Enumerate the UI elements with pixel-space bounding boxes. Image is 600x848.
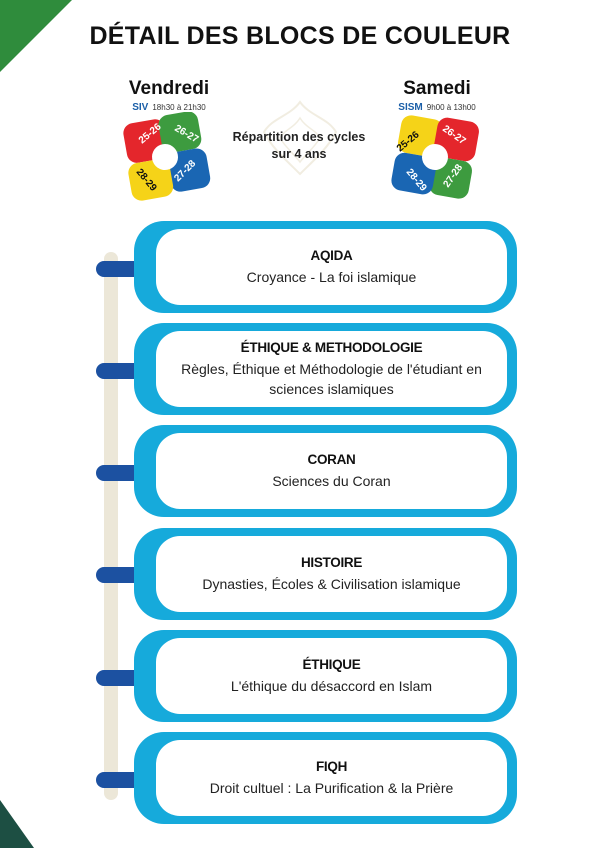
block-card-fiqh: FIQH Droit cultuel : La Purification & l… bbox=[134, 732, 517, 824]
block-description: Droit cultuel : La Purification & la Pri… bbox=[209, 779, 454, 796]
program-code: SIV bbox=[132, 102, 149, 113]
block-card-aqida: AQIDA Croyance - La foi islamique bbox=[134, 221, 517, 313]
block-card-body: AQIDA Croyance - La foi islamique bbox=[156, 229, 507, 305]
program-hours: 18h30 à 21h30 bbox=[152, 103, 206, 112]
program-hours: 9h00 à 13h00 bbox=[426, 103, 476, 112]
timeline-line bbox=[104, 252, 118, 800]
block-title: HISTOIRE bbox=[300, 554, 363, 570]
page-title: DÉTAIL DES BLOCS DE COULEUR bbox=[89, 22, 511, 50]
block-card-histoire: HISTOIRE Dynasties, Écoles & Civilisatio… bbox=[134, 528, 517, 620]
block-description: L'éthique du désaccord en Islam bbox=[230, 677, 433, 694]
block-card-body: ÉTHIQUE & METHODOLOGIE Règles, Éthique e… bbox=[156, 331, 507, 407]
block-title: ÉTHIQUE bbox=[302, 656, 361, 672]
block-title: AQIDA bbox=[310, 247, 353, 263]
block-title: FIQH bbox=[315, 758, 348, 774]
day-name: Samedi bbox=[403, 78, 471, 99]
block-description: Sciences du Coran bbox=[272, 472, 391, 489]
block-card-body: FIQH Droit cultuel : La Purification & l… bbox=[156, 740, 507, 816]
block-description: Règles, Éthique et Méthodologie de l'étu… bbox=[181, 360, 482, 397]
cycle-logo-left: 25-26 26-27 27-28 28-29 bbox=[123, 112, 211, 201]
block-card-body: CORAN Sciences du Coran bbox=[156, 433, 507, 509]
watermark-icon bbox=[262, 100, 338, 176]
block-description: Croyance - La foi islamique bbox=[246, 268, 417, 285]
program-code: SISM bbox=[398, 102, 423, 113]
block-card-body: HISTOIRE Dynasties, Écoles & Civilisatio… bbox=[156, 536, 507, 612]
block-card-ethique: ÉTHIQUE L'éthique du désaccord en Islam bbox=[134, 630, 517, 722]
block-title: CORAN bbox=[307, 451, 356, 467]
block-card-ethique-methodologie: ÉTHIQUE & METHODOLOGIE Règles, Éthique e… bbox=[134, 323, 517, 415]
block-card-body: ÉTHIQUE L'éthique du désaccord en Islam bbox=[156, 638, 507, 714]
block-description: Dynasties, Écoles & Civilisation islamiq… bbox=[202, 575, 461, 592]
corner-decoration-bottom bbox=[0, 800, 34, 848]
corner-decoration-top bbox=[0, 0, 72, 72]
day-name: Vendredi bbox=[128, 78, 210, 99]
block-title: ÉTHIQUE & METHODOLOGIE bbox=[240, 339, 423, 355]
cycle-logo-right: 25-26 26-27 27-28 28-29 bbox=[391, 115, 479, 199]
cycle-distribution-text: Répartition des cycles sur 4 ans bbox=[232, 130, 366, 161]
block-card-coran: CORAN Sciences du Coran bbox=[134, 425, 517, 517]
